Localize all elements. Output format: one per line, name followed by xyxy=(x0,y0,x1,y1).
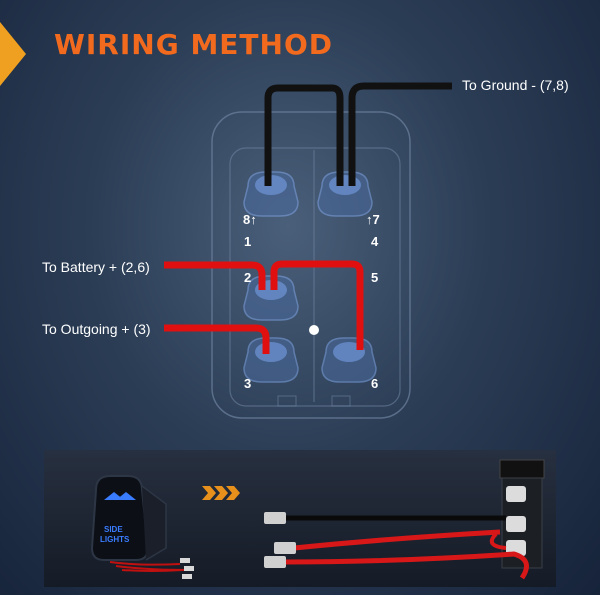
terminal-3 xyxy=(243,337,299,383)
pin-6-label: 6 xyxy=(371,376,379,391)
ground-wire xyxy=(264,82,452,186)
switch-foot-left xyxy=(277,395,297,407)
product-illustration: SIDE LIGHTS xyxy=(90,459,545,580)
switch-foot-right xyxy=(331,395,351,407)
outgoing-wire xyxy=(164,324,270,354)
terminal-7 xyxy=(317,171,373,217)
corner-arrow-icon xyxy=(0,22,26,86)
pin-3-label: 3 xyxy=(244,376,252,391)
pin-4-label: 4 xyxy=(371,234,379,249)
pin-2-label: 2 xyxy=(244,270,252,285)
chevron-right-icon xyxy=(202,486,240,500)
switch-inner-outline xyxy=(229,147,401,407)
wired-connector-image xyxy=(264,459,545,580)
battery-label: To Battery + (2,6) xyxy=(42,259,150,275)
pin-8-label: 8↑ xyxy=(243,212,257,227)
svg-text:LIGHTS: LIGHTS xyxy=(100,535,130,544)
battery-wire xyxy=(164,260,364,350)
pin-1-label: 1 xyxy=(244,234,252,249)
pin-5-label: 5 xyxy=(371,270,379,285)
rocker-switch-image: SIDE LIGHTS xyxy=(90,475,194,579)
product-photo-strip: SIDE LIGHTS xyxy=(44,450,556,587)
outgoing-label: To Outgoing + (3) xyxy=(42,321,151,337)
pin-7-label: ↑7 xyxy=(366,212,380,227)
page-title: WIRING METHOD xyxy=(54,28,334,61)
terminal-6 xyxy=(321,337,377,383)
switch-indicator-led xyxy=(309,325,319,335)
ground-label: To Ground - (7,8) xyxy=(462,77,569,93)
svg-text:SIDE: SIDE xyxy=(104,525,123,534)
